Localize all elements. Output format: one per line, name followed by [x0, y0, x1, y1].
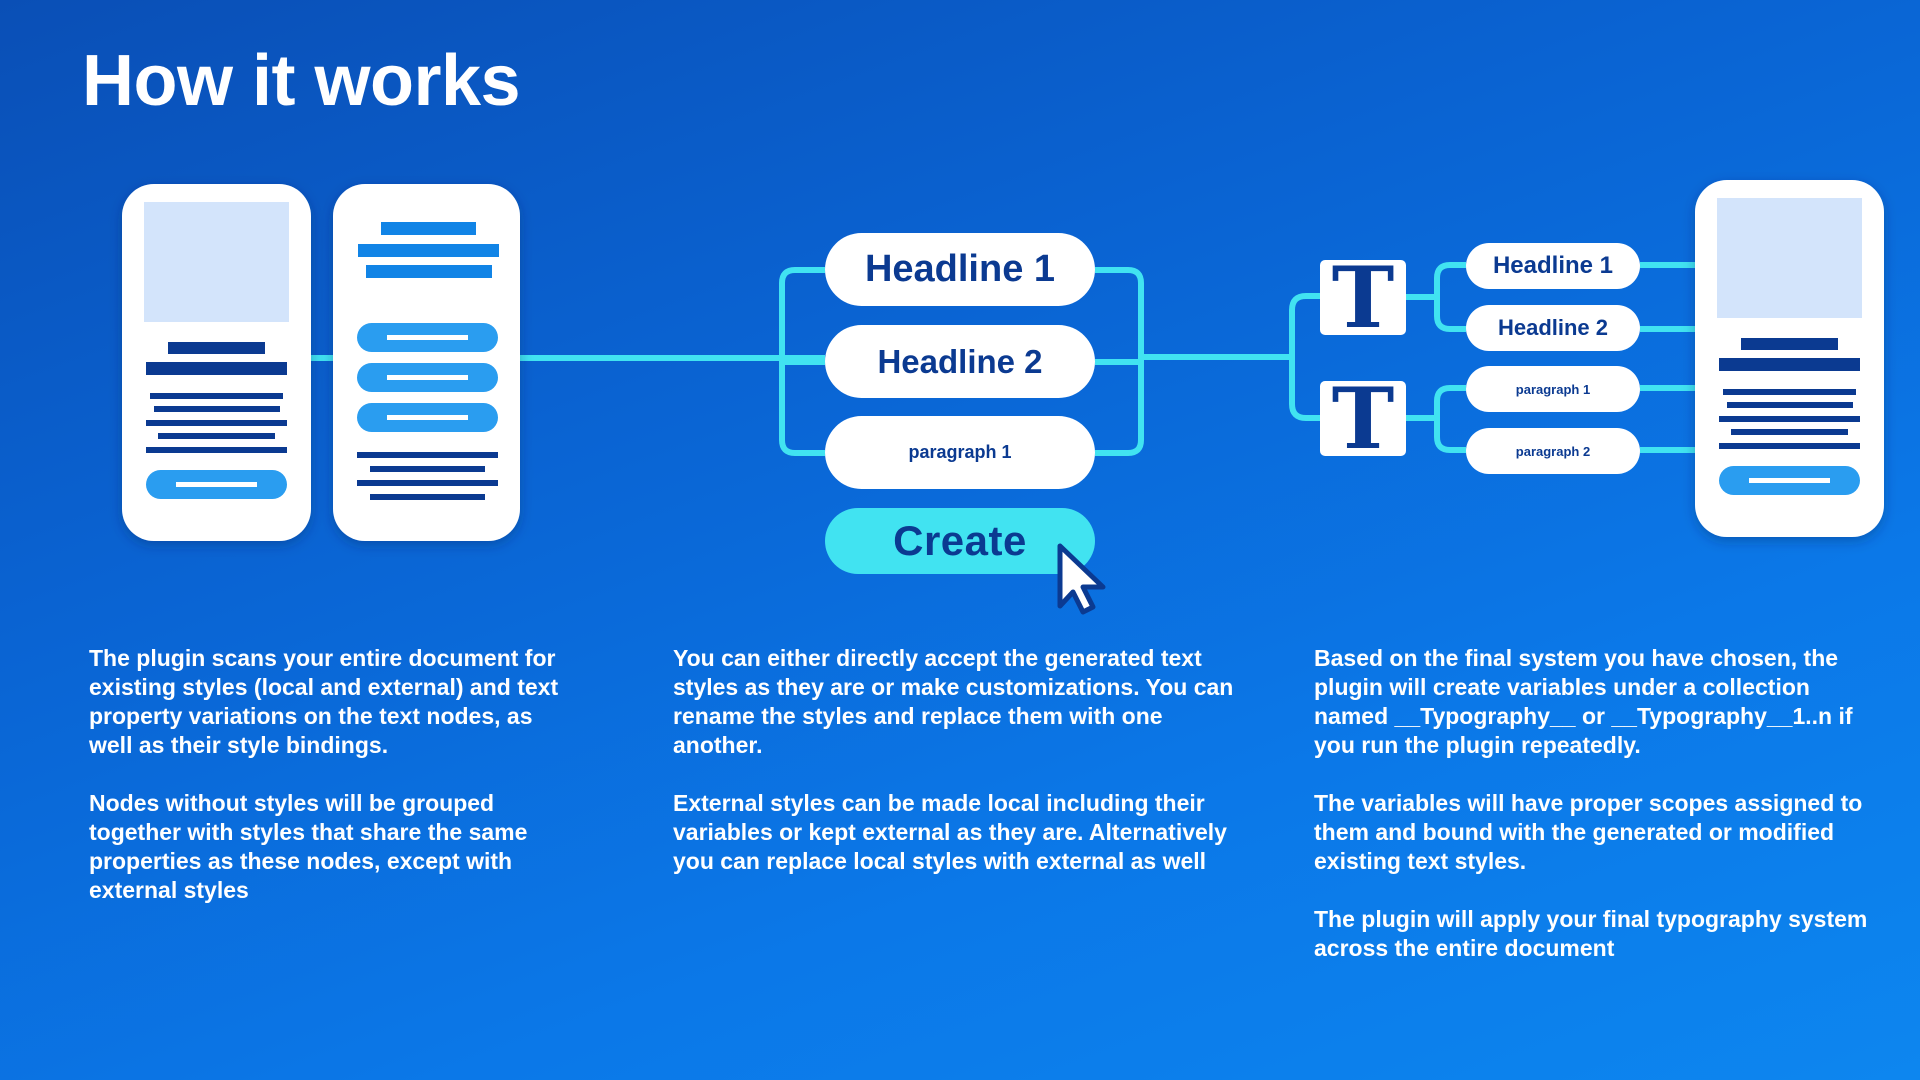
style-label-headline-2[interactable]: Headline 2 — [877, 342, 1043, 380]
t-box-1 — [1320, 260, 1406, 335]
phone-mockup-1 — [122, 184, 311, 541]
variable-label-paragraph-1: paragraph 1 — [1515, 381, 1591, 397]
paragraph: Based on the final system you have chose… — [1314, 645, 1853, 758]
description-column-scan: The plugin scans your entire document fo… — [89, 644, 559, 934]
style-pill-headline-1 — [825, 233, 1095, 306]
paragraph: You can either directly accept the gener… — [673, 645, 1234, 758]
paragraph: The plugin scans your entire document fo… — [89, 645, 559, 758]
description-column-customize: You can either directly accept the gener… — [673, 644, 1253, 905]
phone-mockup-3 — [1695, 180, 1884, 537]
page-title: How it works — [82, 41, 521, 121]
description-column-apply: Based on the final system you have chose… — [1314, 644, 1889, 992]
image-placeholder — [144, 202, 289, 322]
create-button[interactable]: Create — [893, 517, 1027, 564]
paragraph: Nodes without styles will be grouped tog… — [89, 790, 528, 903]
typography-t-icon: T — [1331, 248, 1395, 347]
style-pill-headline-2 — [825, 325, 1095, 398]
branch-t2-styles — [1434, 385, 1466, 453]
style-label-paragraph-1[interactable]: paragraph 1 — [908, 442, 1012, 462]
variable-label-headline-1: Headline 1 — [1492, 252, 1614, 279]
phone-mockup-2 — [333, 184, 520, 541]
branch-to-t-icons — [1289, 293, 1320, 421]
typography-t-icon: T — [1331, 369, 1395, 468]
style-pill-paragraph-1 — [825, 416, 1095, 489]
paragraph: External styles can be made local includ… — [673, 790, 1227, 874]
variable-label-headline-2: Headline 2 — [1497, 315, 1609, 340]
paragraph: The variables will have proper scopes as… — [1314, 790, 1863, 874]
connector-lines — [300, 262, 1700, 456]
paragraph: The plugin will apply your final typogra… — [1314, 906, 1868, 961]
t-box-2 — [1320, 381, 1406, 456]
cursor-arrow-icon — [1057, 543, 1106, 615]
create-button-shape — [825, 508, 1095, 574]
branch-t1-styles — [1434, 262, 1466, 332]
style-label-headline-1[interactable]: Headline 1 — [864, 248, 1056, 290]
variable-label-paragraph-2: paragraph 2 — [1515, 443, 1591, 459]
